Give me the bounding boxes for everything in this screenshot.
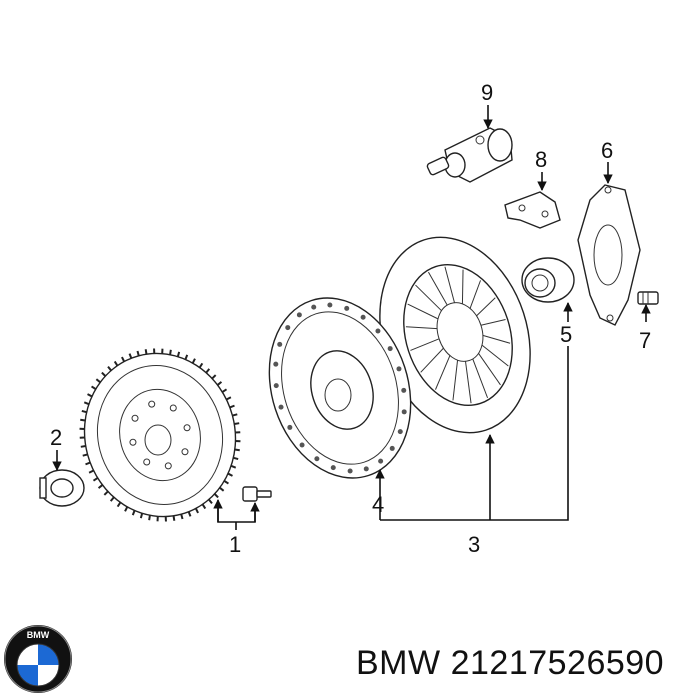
slave-cylinder-part <box>426 127 513 183</box>
callout-8: 8 <box>535 147 547 172</box>
pressure-plate-part <box>379 236 531 434</box>
svg-text:BMW: BMW <box>27 630 50 640</box>
pivot-pin-part <box>637 291 659 305</box>
callout-5: 5 <box>560 322 572 347</box>
bmw-logo: BMW <box>4 625 72 693</box>
callout-6: 6 <box>601 138 613 163</box>
callout-4: 4 <box>372 492 384 517</box>
callout-2: 2 <box>50 425 62 450</box>
flywheel-bolt-part <box>242 486 272 502</box>
brand-label: BMW <box>356 644 441 682</box>
callout-1: 1 <box>229 532 241 557</box>
pilot-bearing-part <box>39 469 85 507</box>
flywheel-part <box>79 348 241 522</box>
part-number-label: 21217526590 <box>450 644 665 682</box>
bracket-part <box>504 191 561 229</box>
leader-lines <box>52 105 651 530</box>
release-fork-part <box>577 184 641 326</box>
release-bearing-part <box>521 257 575 303</box>
clutch-disc-part <box>268 297 412 479</box>
callout-7: 7 <box>639 328 651 353</box>
callout-3: 3 <box>468 532 480 557</box>
callout-9: 9 <box>481 80 493 105</box>
